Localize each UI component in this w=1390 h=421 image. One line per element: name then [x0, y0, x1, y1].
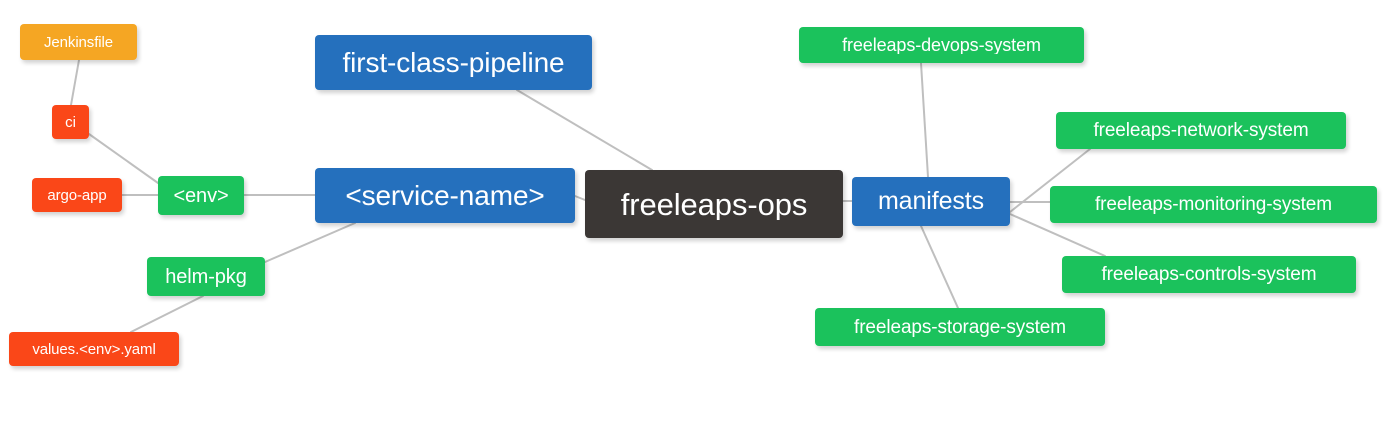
node-label-first-class-pipeline: first-class-pipeline [342, 48, 565, 77]
edge-jenkinsfile-to-ci [70, 59, 80, 106]
node-label-monitoring-system: freeleaps-monitoring-system [1095, 195, 1332, 214]
node-label-manifests: manifests [877, 189, 985, 214]
node-label-freeleaps-ops: freeleaps-ops [620, 188, 808, 220]
edge-service-name-to-helm-pkg [264, 222, 356, 263]
node-label-ci: ci [65, 114, 76, 130]
node-service-name[interactable]: <service-name> [315, 168, 575, 223]
node-monitoring-system[interactable]: freeleaps-monitoring-system [1050, 186, 1377, 223]
node-label-controls-system: freeleaps-controls-system [1101, 265, 1317, 284]
node-devops-system[interactable]: freeleaps-devops-system [799, 27, 1084, 63]
edge-service-name-to-freeleaps-ops [574, 195, 586, 201]
edge-first-class-pipeline-to-freeleaps-ops [516, 89, 653, 171]
node-jenkinsfile[interactable]: Jenkinsfile [20, 24, 137, 60]
node-label-env: <env> [173, 185, 229, 206]
node-storage-system[interactable]: freeleaps-storage-system [815, 308, 1105, 346]
node-values-env-yaml[interactable]: values.<env>.yaml [9, 332, 179, 366]
node-first-class-pipeline[interactable]: first-class-pipeline [315, 35, 592, 90]
node-controls-system[interactable]: freeleaps-controls-system [1062, 256, 1356, 293]
edge-manifests-to-storage-system [920, 225, 959, 309]
node-network-system[interactable]: freeleaps-network-system [1056, 112, 1346, 149]
edge-manifests-to-devops-system [920, 62, 929, 178]
node-label-values-env-yaml: values.<env>.yaml [32, 341, 156, 357]
edge-ci-to-env [88, 133, 159, 184]
node-ci[interactable]: ci [52, 105, 89, 139]
edge-helm-pkg-to-values-env-yaml [130, 295, 204, 333]
node-label-devops-system: freeleaps-devops-system [842, 36, 1041, 54]
node-label-argo-app: argo-app [47, 187, 107, 203]
node-label-helm-pkg: helm-pkg [165, 266, 247, 287]
node-label-jenkinsfile: Jenkinsfile [44, 34, 113, 50]
node-manifests[interactable]: manifests [852, 177, 1010, 226]
node-argo-app[interactable]: argo-app [32, 178, 122, 212]
node-label-service-name: <service-name> [345, 181, 545, 210]
node-helm-pkg[interactable]: helm-pkg [147, 257, 265, 296]
node-label-network-system: freeleaps-network-system [1093, 121, 1309, 140]
node-freeleaps-ops[interactable]: freeleaps-ops [585, 170, 843, 238]
node-label-storage-system: freeleaps-storage-system [854, 317, 1066, 337]
node-env[interactable]: <env> [158, 176, 244, 215]
